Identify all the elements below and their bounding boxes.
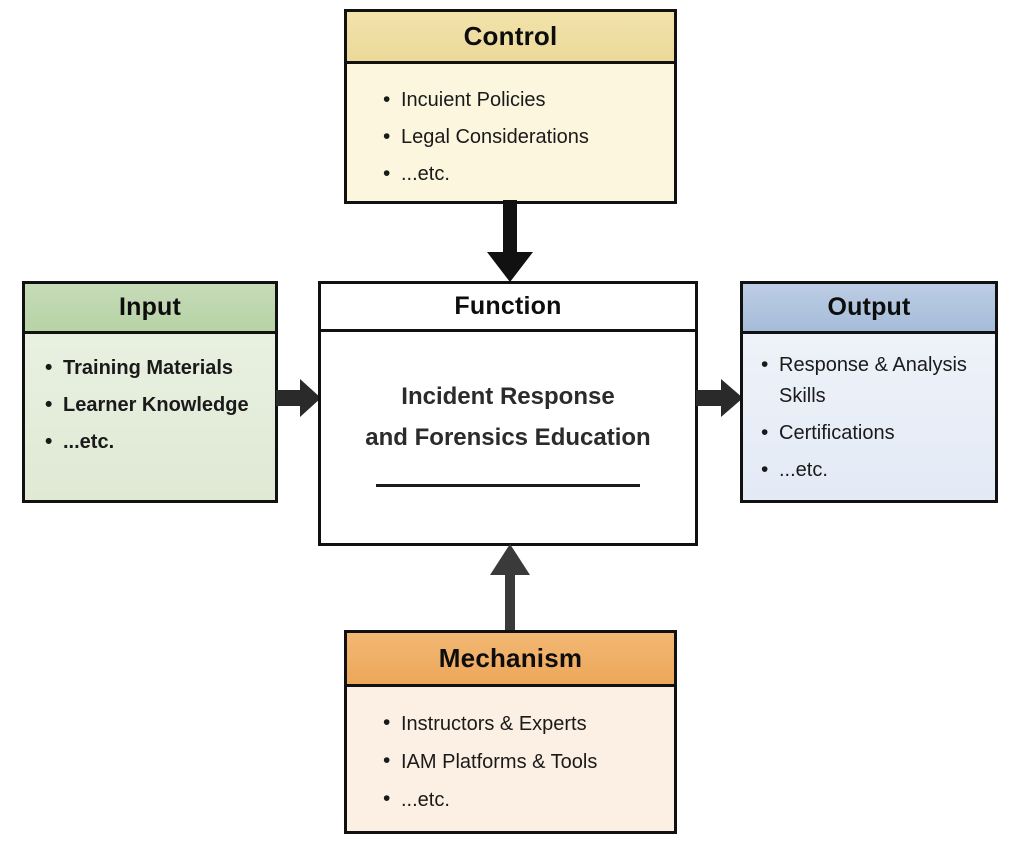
- mechanism-box-body: Instructors & Experts IAM Platforms & To…: [347, 687, 674, 831]
- list-item: Training Materials: [43, 349, 275, 387]
- list-item: Legal Considerations: [381, 118, 674, 156]
- arrow-function-to-output-icon: [696, 379, 743, 417]
- arrow-input-to-function-icon: [276, 379, 321, 417]
- function-box[interactable]: Function Incident Response and Forensics…: [318, 281, 698, 546]
- arrow-control-to-function-icon: [487, 200, 533, 282]
- output-bullet-list: Response & Analysis Skills Certification…: [759, 349, 995, 492]
- function-name: Incident Response and Forensics Educatio…: [355, 376, 660, 458]
- output-box-body: Response & Analysis Skills Certification…: [743, 334, 995, 500]
- mechanism-box-title: Mechanism: [347, 633, 674, 687]
- input-bullet-list: Training Materials Learner Knowledge ...…: [43, 349, 275, 461]
- control-box-title: Control: [347, 12, 674, 64]
- list-item: Certifications: [759, 417, 995, 449]
- mechanism-bullet-list: Instructors & Experts IAM Platforms & To…: [381, 704, 674, 819]
- list-item: ...etc.: [43, 423, 275, 461]
- list-item: ...etc.: [381, 780, 674, 819]
- list-item: IAM Platforms & Tools: [381, 742, 674, 781]
- control-box[interactable]: Control Incuient Policies Legal Consider…: [344, 9, 677, 204]
- input-box-body: Training Materials Learner Knowledge ...…: [25, 334, 275, 500]
- arrow-mechanism-to-function-icon: [490, 544, 530, 636]
- output-box[interactable]: Output Response & Analysis Skills Certif…: [740, 281, 998, 503]
- input-box-title: Input: [25, 284, 275, 334]
- function-name-line-1: Incident Response: [401, 383, 615, 410]
- control-bullet-list: Incuient Policies Legal Considerations .…: [381, 81, 674, 193]
- input-box[interactable]: Input Training Materials Learner Knowled…: [22, 281, 278, 503]
- mechanism-box[interactable]: Mechanism Instructors & Experts IAM Plat…: [344, 630, 677, 834]
- output-box-title: Output: [743, 284, 995, 334]
- list-item: Learner Knowledge: [43, 386, 275, 424]
- function-name-line-2: and Forensics Education: [365, 424, 651, 451]
- list-item: Incuient Policies: [381, 81, 674, 119]
- function-underline: [376, 484, 640, 487]
- function-box-body: Incident Response and Forensics Educatio…: [321, 332, 695, 543]
- list-item: ...etc.: [759, 454, 995, 486]
- list-item: Response & Analysis Skills: [759, 349, 995, 412]
- list-item: Instructors & Experts: [381, 704, 674, 743]
- function-box-title: Function: [321, 284, 695, 332]
- control-box-body: Incuient Policies Legal Considerations .…: [347, 64, 674, 201]
- list-item: ...etc.: [381, 155, 674, 193]
